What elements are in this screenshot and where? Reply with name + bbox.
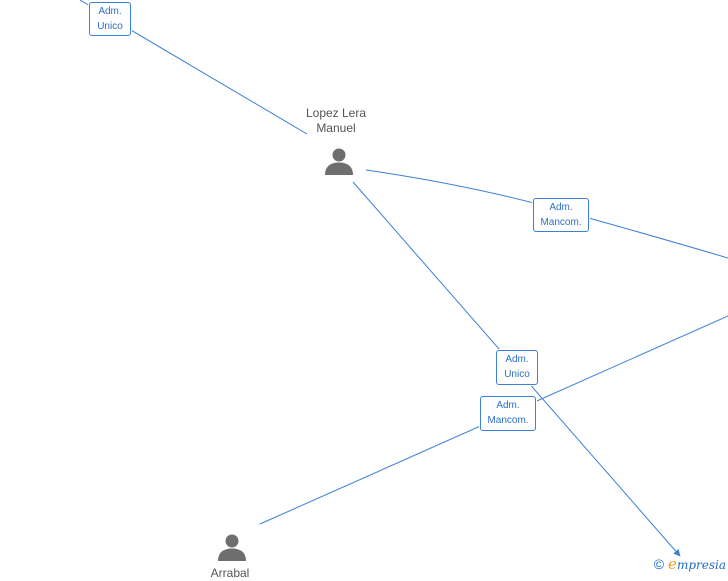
person-name-line1: Arrabal bbox=[210, 566, 250, 580]
role-label-line2: Unico bbox=[97, 21, 123, 32]
role-badge-mancom-right[interactable]: Adm. Mancom. bbox=[533, 198, 589, 232]
role-label-line1: Adm. bbox=[98, 6, 122, 17]
person-name-line1: Lopez Lera bbox=[305, 106, 367, 120]
footer-credit: © empresia bbox=[654, 555, 726, 573]
role-label-line2: Mancom. bbox=[540, 217, 582, 228]
person-name-lopez[interactable]: Lopez Lera Manuel bbox=[276, 106, 396, 136]
role-label-line2: Mancom. bbox=[487, 415, 529, 426]
person-name-line2: Manuel bbox=[316, 121, 356, 135]
role-label-line1: Adm. bbox=[505, 354, 529, 365]
brand-e: e bbox=[668, 555, 677, 573]
role-badge-unico-top[interactable]: Adm. Unico bbox=[89, 2, 131, 36]
brand-logo[interactable]: empresia bbox=[668, 555, 726, 573]
role-label-line2: Unico bbox=[504, 369, 530, 380]
role-label-line1: Adm. bbox=[496, 400, 520, 411]
role-label-line1: Adm. bbox=[549, 202, 573, 213]
role-badge-unico-center[interactable]: Adm. Unico bbox=[496, 350, 538, 385]
role-badge-mancom-center[interactable]: Adm. Mancom. bbox=[480, 396, 536, 431]
person-icon[interactable] bbox=[324, 146, 354, 176]
person-name-arrabal[interactable]: Arrabal bbox=[170, 566, 290, 581]
copyright-symbol: © bbox=[653, 556, 665, 572]
person-icon[interactable] bbox=[217, 532, 247, 562]
brand-rest: mpresia bbox=[676, 558, 726, 572]
